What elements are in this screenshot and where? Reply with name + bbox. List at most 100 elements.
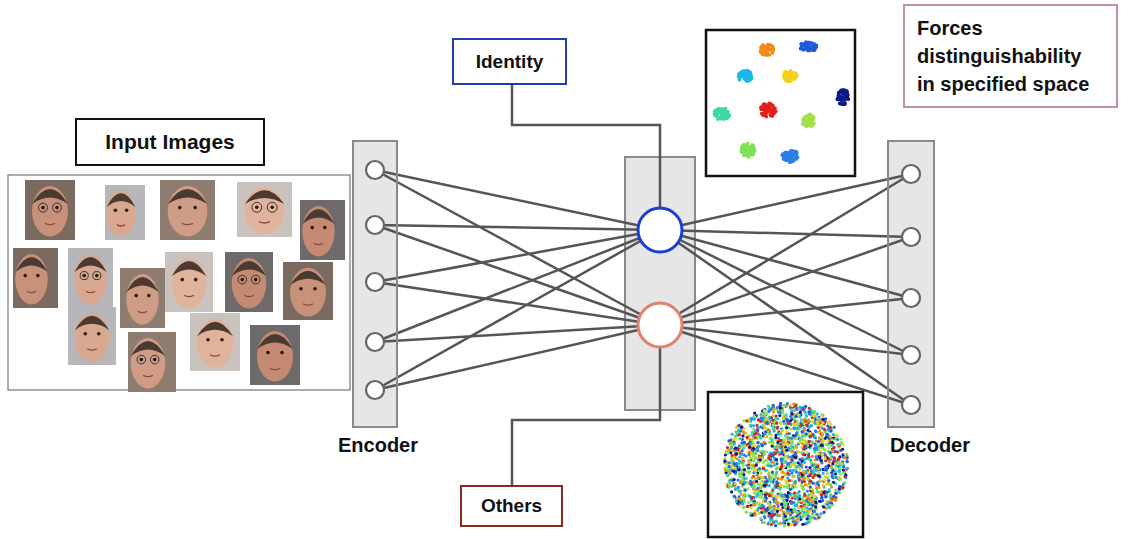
embedding-point: [766, 48, 770, 52]
face-eye: [266, 351, 270, 355]
embedding-point: [762, 50, 766, 54]
embedding-point: [805, 124, 809, 128]
embedding-point: [721, 110, 725, 114]
embedding-point: [724, 466, 727, 469]
embedding-point: [771, 471, 774, 474]
face-glasses: [150, 355, 159, 364]
embedding-point: [781, 152, 785, 156]
embedding-point: [805, 522, 808, 525]
embedding-point: [815, 421, 818, 424]
embedding-point: [756, 441, 759, 444]
face-thumbnail: [300, 200, 345, 260]
embedding-point: [748, 446, 751, 449]
face-hair: [74, 257, 106, 272]
embedding-point: [751, 153, 755, 157]
embedding-point: [744, 510, 747, 513]
face-hair: [245, 190, 285, 204]
neuron: [902, 346, 920, 364]
embedding-point: [822, 491, 825, 494]
embedding-point: [762, 461, 765, 464]
face-skin: [168, 186, 208, 236]
face-hair: [302, 209, 334, 224]
embedding-point: [784, 70, 788, 74]
weight-line: [375, 225, 660, 230]
face-eye: [36, 274, 40, 278]
embedding-point: [741, 434, 744, 437]
embedding-point: [822, 480, 825, 483]
embedding-point: [797, 450, 800, 453]
embedding-point: [754, 468, 757, 471]
face-thumbnail: [225, 252, 273, 312]
weight-line: [375, 230, 660, 282]
embedding-point: [739, 492, 742, 495]
face-eye: [83, 332, 87, 336]
embedding-point: [749, 438, 752, 441]
embedding-point: [762, 483, 765, 486]
face-thumbnail: [13, 248, 58, 308]
weight-line: [660, 230, 911, 298]
embedding-point: [814, 505, 817, 508]
embedding-point: [753, 499, 756, 502]
embedding-point: [771, 509, 774, 512]
embedding-point: [787, 79, 791, 83]
face-skin: [75, 313, 110, 362]
face-eye: [180, 278, 184, 282]
embedding-point: [786, 473, 789, 476]
face-glasses: [251, 275, 260, 284]
embedding-point: [839, 96, 843, 100]
embedding-point: [800, 43, 804, 47]
embedding-point: [742, 496, 745, 499]
face-hair: [107, 193, 136, 207]
embedding-point: [770, 433, 773, 436]
embedding-point: [821, 505, 824, 508]
embedding-point: [835, 491, 838, 494]
face-glasses: [80, 272, 88, 280]
embedding-point: [740, 74, 744, 78]
embedding-point: [801, 122, 805, 126]
embedding-point: [827, 446, 830, 449]
embedding-point: [789, 406, 792, 409]
embedding-point: [740, 150, 744, 154]
face-eye: [153, 358, 157, 362]
embedding-point: [774, 414, 777, 417]
face-skin: [15, 254, 47, 304]
embedding-point: [801, 407, 804, 410]
embedding-point: [805, 115, 809, 119]
embedding-point: [790, 436, 793, 439]
embedding-point: [761, 456, 764, 459]
weight-line: [660, 325, 911, 355]
face-mouth: [86, 291, 95, 293]
embedding-point: [771, 510, 774, 513]
weight-line: [375, 230, 660, 342]
embedding-point: [822, 511, 825, 514]
embedding-point: [814, 429, 817, 432]
face-mouth: [117, 225, 125, 226]
embedding-point: [749, 480, 752, 483]
embedding-point: [768, 484, 771, 487]
embedding-point: [747, 146, 751, 150]
embedding-point: [778, 412, 781, 415]
embedding-point: [804, 43, 808, 47]
embedding-point: [754, 472, 757, 475]
face-skin: [172, 258, 207, 308]
face-background: [105, 185, 145, 240]
embedding-point: [829, 494, 832, 497]
embedding-point: [795, 511, 798, 514]
embedding-point: [742, 506, 745, 509]
face-background: [283, 262, 333, 320]
face-eye: [147, 294, 151, 298]
face-background: [68, 307, 116, 365]
embedding-point: [787, 462, 790, 465]
weight-line: [660, 230, 911, 405]
face-hair: [197, 322, 233, 337]
face-background: [25, 180, 75, 240]
face-hair: [168, 189, 208, 204]
face-hair: [131, 341, 166, 356]
face-skin: [197, 319, 233, 368]
embedding-point: [742, 419, 745, 422]
embedding-point: [782, 485, 785, 488]
face-thumbnail: [190, 313, 240, 371]
embedding-point: [775, 458, 778, 461]
embedding-point: [740, 426, 743, 429]
embedding-point: [730, 490, 733, 493]
